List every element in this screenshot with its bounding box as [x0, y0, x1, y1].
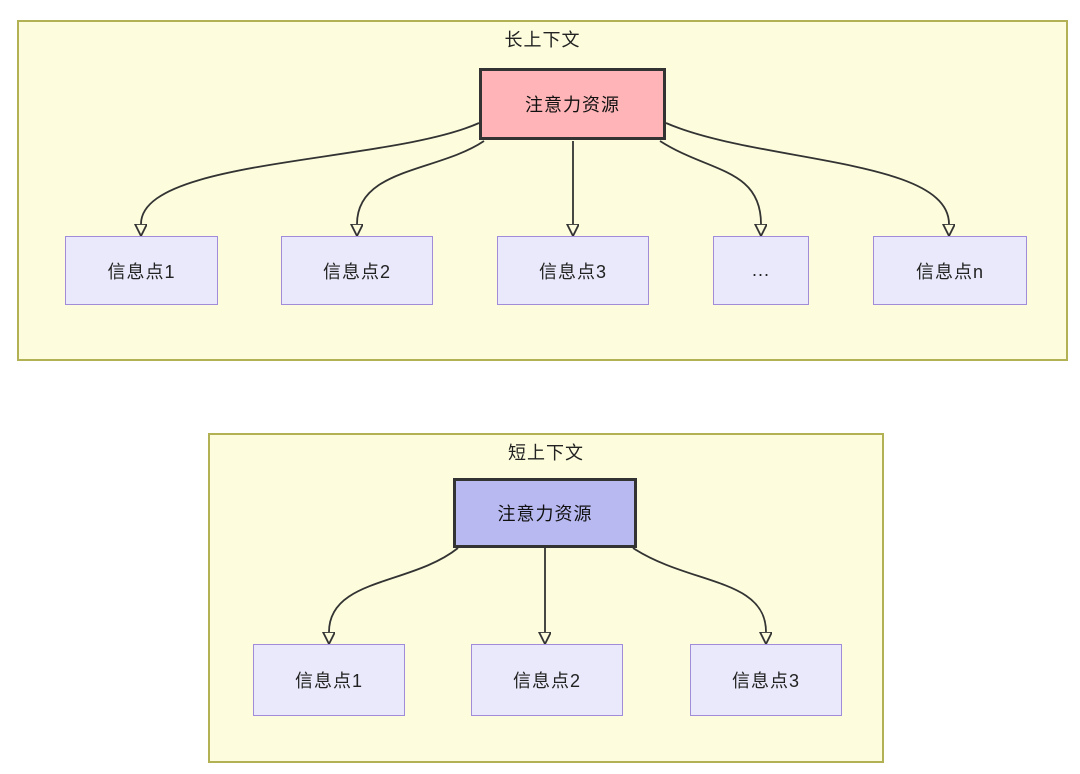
long-info-node-2: 信息点2 [281, 236, 433, 305]
long-info-node-ellipsis: ... [713, 236, 809, 305]
long-info-node-3: 信息点3 [497, 236, 649, 305]
long-context-title: 长上下文 [504, 30, 581, 50]
long-info-node-n: 信息点n [873, 236, 1027, 305]
short-context-title: 短上下文 [508, 443, 584, 463]
long-attention-resource-box: 注意力资源 [479, 68, 666, 140]
short-info-node-3: 信息点3 [690, 644, 842, 716]
long-info-node-1: 信息点1 [65, 236, 218, 305]
short-attention-resource-box: 注意力资源 [453, 478, 637, 548]
short-info-node-1: 信息点1 [253, 644, 405, 716]
short-info-node-2: 信息点2 [471, 644, 623, 716]
